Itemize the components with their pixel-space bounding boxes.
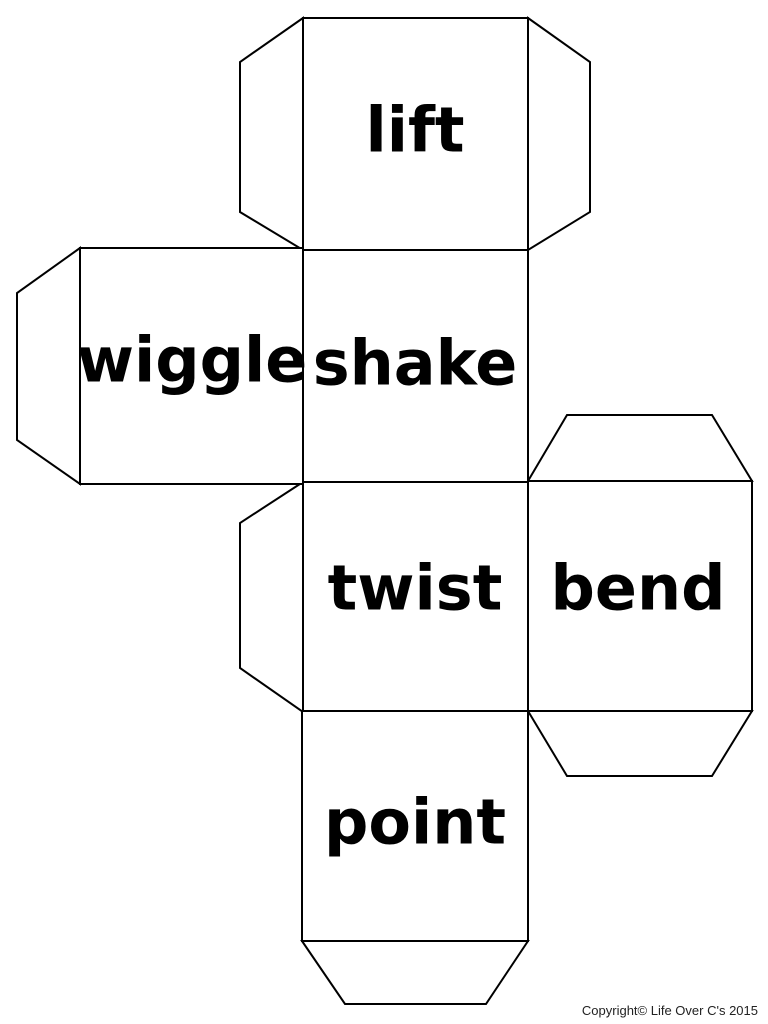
face-word-bottom: point xyxy=(324,786,506,859)
face-word-top: lift xyxy=(365,94,464,167)
face-center xyxy=(302,249,529,483)
lower-left-tab xyxy=(239,480,304,714)
face-bottom xyxy=(301,710,529,942)
bend-bottom-tab xyxy=(526,710,754,777)
face-word-middle: twist xyxy=(328,552,503,625)
face-left xyxy=(79,247,304,485)
face-word-left: wiggle xyxy=(77,324,308,397)
left-tab xyxy=(16,246,81,486)
face-right xyxy=(527,480,753,712)
face-word-right: bend xyxy=(551,552,726,625)
fold-lines xyxy=(79,18,752,942)
top-left-tab xyxy=(239,16,304,252)
top-right-tab xyxy=(527,16,591,252)
copyright-notice: Copyright© Life Over C's 2015 xyxy=(581,1003,758,1018)
bend-top-tab xyxy=(526,414,754,482)
bottom-tab xyxy=(300,940,530,1005)
face-word-center: shake xyxy=(313,327,518,400)
face-middle xyxy=(302,481,529,712)
